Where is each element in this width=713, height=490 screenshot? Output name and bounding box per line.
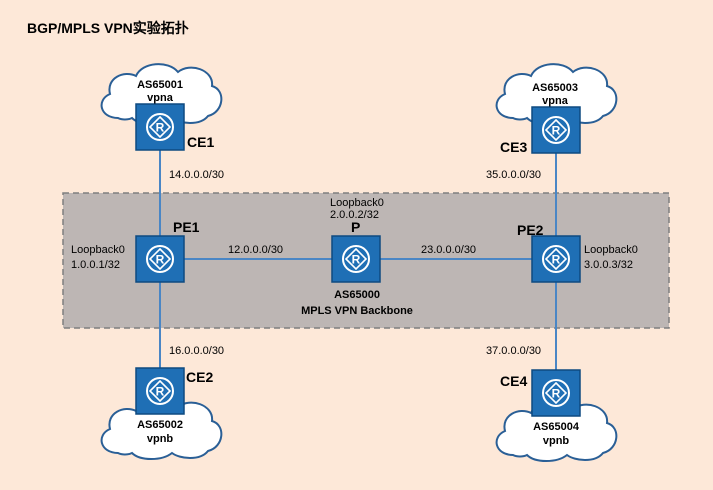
ce3-vpn-label: vpna <box>542 95 569 107</box>
router-ce3[interactable] <box>531 106 581 154</box>
router-pe2[interactable] <box>531 235 581 283</box>
link-pe1-p-subnet: 12.0.0.0/30 <box>228 244 283 256</box>
router-icon <box>146 377 174 405</box>
backbone-name-label: MPLS VPN Backbone <box>301 305 413 317</box>
links <box>159 150 557 370</box>
router-icon <box>342 245 370 273</box>
ce2-as-label: AS65002 <box>137 419 183 431</box>
ce4-vpn-label: vpnb <box>543 435 570 447</box>
router-icon <box>542 245 570 273</box>
page-title: BGP/MPLS VPN实验拓扑 <box>27 20 189 36</box>
ce4-name: CE4 <box>500 373 527 389</box>
router-icon <box>542 379 570 407</box>
router-ce4[interactable] <box>531 369 581 417</box>
ce3-name: CE3 <box>500 139 527 155</box>
pe1-loopback-ip: 1.0.0.1/32 <box>71 259 120 271</box>
router-ce1[interactable] <box>135 103 185 151</box>
ce3-as-label: AS65003 <box>532 82 578 94</box>
router-icon <box>542 116 570 144</box>
p-loopback-ip: 2.0.0.2/32 <box>330 209 379 221</box>
cloud-as65004 <box>495 400 618 462</box>
backbone-as-label: AS65000 <box>334 289 380 301</box>
ce1-vpn-label: vpna <box>147 92 174 104</box>
ce1-name: CE1 <box>187 134 214 150</box>
router-ce2[interactable] <box>135 367 185 415</box>
pe2-loopback-ip: 3.0.0.3/32 <box>584 259 633 271</box>
ce2-vpn-label: vpnb <box>147 433 174 445</box>
ce4-as-label: AS65004 <box>533 421 580 433</box>
link-pe1-ce2-subnet: 16.0.0.0/30 <box>169 345 224 357</box>
link-ce1-pe1-subnet: 14.0.0.0/30 <box>169 169 224 181</box>
link-ce3-pe2-subnet: 35.0.0.0/30 <box>486 169 541 181</box>
pe1-name: PE1 <box>173 219 200 235</box>
link-p-pe2-subnet: 23.0.0.0/30 <box>421 244 476 256</box>
link-pe2-ce4-subnet: 37.0.0.0/30 <box>486 345 541 357</box>
router-icon <box>146 245 174 273</box>
ce2-name: CE2 <box>186 369 213 385</box>
router-pe1[interactable] <box>135 235 185 283</box>
router-p[interactable] <box>331 235 381 283</box>
p-name: P <box>351 219 360 235</box>
cloud-as65002 <box>100 398 223 460</box>
pe2-name: PE2 <box>517 222 544 238</box>
router-icon <box>146 113 174 141</box>
ce1-as-label: AS65001 <box>137 79 183 91</box>
pe1-loopback-label: Loopback0 <box>71 244 125 256</box>
p-loopback-label: Loopback0 <box>330 197 384 209</box>
pe2-loopback-label: Loopback0 <box>584 244 638 256</box>
